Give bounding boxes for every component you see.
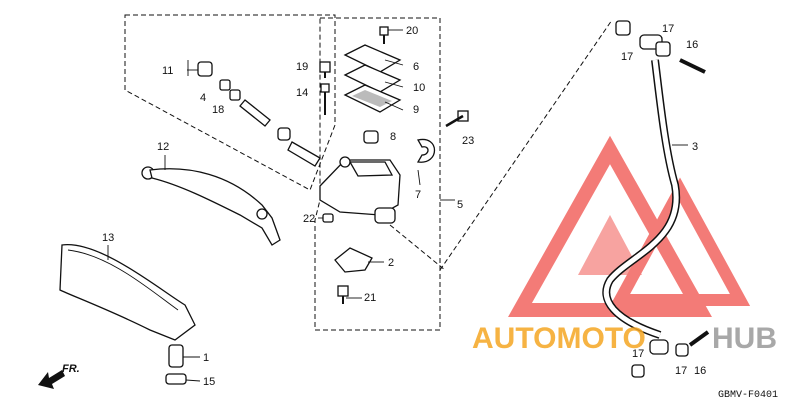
callout-labels: 11 4 18 12 13 1 15 19 14 20 6 10 9 8 7 5… bbox=[102, 23, 706, 388]
callout-1: 1 bbox=[203, 352, 209, 364]
direction-label: FR. bbox=[62, 363, 80, 375]
callout-17b: 17 bbox=[662, 23, 674, 35]
callout-17d: 17 bbox=[675, 365, 687, 377]
collar-and-nut bbox=[165, 344, 187, 385]
watermark-text-orange: AUTOMOTO bbox=[472, 322, 646, 355]
callout-5: 5 bbox=[457, 199, 463, 211]
brake-lever bbox=[141, 166, 281, 246]
reservoir-cap-parts bbox=[343, 44, 402, 113]
callout-11: 11 bbox=[162, 65, 173, 77]
leader-dashed-2 bbox=[389, 224, 446, 271]
figure-code: GBMV-F0401 bbox=[718, 390, 778, 400]
pivot-bolt-parts bbox=[197, 61, 321, 167]
callout-17a: 17 bbox=[621, 51, 633, 63]
callout-18: 18 bbox=[212, 104, 224, 116]
callout-14: 14 bbox=[296, 87, 308, 99]
callout-8: 8 bbox=[390, 131, 396, 143]
brake-hose bbox=[602, 20, 710, 378]
callout-22: 22 bbox=[303, 213, 315, 225]
switch-parts bbox=[322, 213, 373, 304]
callout-23: 23 bbox=[462, 135, 474, 147]
watermark-text-gray: HUB bbox=[712, 322, 777, 355]
callout-15: 15 bbox=[203, 376, 215, 388]
callout-3: 3 bbox=[692, 141, 698, 153]
screws bbox=[319, 26, 389, 115]
callout-17c: 17 bbox=[632, 348, 644, 360]
callout-12: 12 bbox=[157, 141, 169, 153]
callout-20: 20 bbox=[406, 25, 418, 37]
callout-10: 10 bbox=[413, 82, 425, 94]
callout-6: 6 bbox=[413, 61, 419, 73]
master-cylinder bbox=[319, 156, 401, 224]
callout-16b: 16 bbox=[694, 365, 706, 377]
callout-16a: 16 bbox=[686, 39, 698, 51]
watermark-logo bbox=[508, 135, 751, 317]
lever-group-outline bbox=[124, 14, 336, 191]
master-cylinder-group-outline bbox=[314, 17, 441, 331]
callout-4: 4 bbox=[200, 92, 206, 104]
leader-lines bbox=[107, 29, 688, 382]
callout-9: 9 bbox=[413, 104, 419, 116]
callout-21: 21 bbox=[364, 292, 376, 304]
hand-guard bbox=[59, 244, 196, 341]
callout-7: 7 bbox=[415, 189, 421, 201]
front-arrow-icon bbox=[38, 370, 65, 389]
callout-13: 13 bbox=[102, 232, 114, 244]
clamp-parts bbox=[363, 110, 469, 163]
watermark-text: AUTOMOTO HUB bbox=[472, 322, 777, 355]
callout-19: 19 bbox=[296, 61, 308, 73]
callout-2: 2 bbox=[388, 257, 394, 269]
front-direction-indicator: FR. bbox=[38, 363, 80, 389]
hose-leader-dashed bbox=[439, 19, 613, 271]
